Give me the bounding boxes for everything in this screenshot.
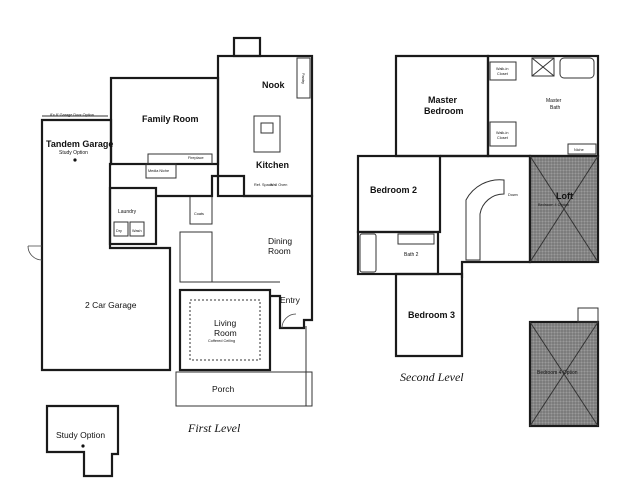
ref-space-label: Ref. Space [254,183,273,187]
coffered-ceiling-outline [189,299,261,361]
living-room-wall [178,288,272,372]
walk-in-closet-b-label-line1: Walk-in [496,131,509,135]
bathtub [559,57,595,79]
tandem-garage-marker [73,158,77,162]
garage-side-door [27,245,43,261]
nook-label: Nook [262,80,285,90]
kitchen-label: Kitchen [256,160,289,170]
upper-hallway-wall [440,154,532,278]
living-room-label-line2: Room [214,328,237,338]
first-level-stairs [179,231,213,283]
bedroom-4-option-label: Bedroom 4 Option [537,370,578,376]
second-level-plan [356,54,600,428]
first-level-plan [27,36,314,478]
living-room-label-line1: Living [214,318,236,328]
walk-in-closet-b-label-line2: Closet [497,136,509,140]
walk-in-closet-a [489,61,517,81]
garage-wall [40,118,172,372]
study-option-label: Study Option [56,430,105,440]
chimney [232,36,262,58]
bath-2-label: Bath 2 [404,252,419,258]
wash-label: Wash [132,229,142,233]
coats-label: Coats [194,212,204,216]
loft-bedroom-4-option-label: Bedroom 4 Option [538,203,569,207]
dining-room-label-line1: Dining [268,236,292,246]
bedroom-4-option-closet [577,307,599,323]
pantry-label: Pantry [301,73,305,84]
bath-2-tub [359,233,377,273]
porch-label: Porch [212,384,234,394]
fireplace-label: Fireplace [188,156,204,160]
master-bedroom-label-line1: Master [428,95,458,105]
bedroom-4-diagonal-2 [529,321,599,427]
bedroom-3-wall [394,272,464,358]
tandem-study-option-label: Study Option [59,150,88,156]
niche-outline [567,143,597,155]
tandem-garage-label: Tandem Garage [46,139,113,149]
first-level-caption: First Level [187,421,241,435]
washer [129,221,145,237]
study-option-wall [45,404,120,478]
second-level-stairs [465,179,505,261]
porch-outline [175,371,313,407]
media-niche-label: Media Niche [148,169,169,173]
laundry-wall [108,186,158,246]
bedroom-3-label: Bedroom 3 [408,310,455,320]
wall-oven-label: Wall Oven [270,183,287,187]
media-niche-outline [145,163,177,179]
kitchen-island [253,115,281,153]
entry-door [281,313,297,329]
stairs-down-label: Down [508,193,518,197]
shower [531,57,555,77]
laundry-label: Laundry [118,209,137,215]
dining-room-label-line2: Room [268,246,291,256]
study-option-marker [81,444,85,448]
fireplace-outline [147,153,213,164]
coffered-ceiling-label: Coffered Ceiling [208,339,235,343]
loft-label: Loft [556,191,573,201]
bath-2-vanity [397,233,435,245]
family-room-label: Family Room [142,114,199,124]
master-bedroom-label-line2: Bedroom [424,106,464,116]
dining-entry-wall [156,174,314,330]
loft-diagonal-2 [529,155,599,263]
bedroom-2-label: Bedroom 2 [370,185,417,195]
garage-door-option-label: 8'x 8' Garage Door Option [50,113,94,117]
entry-label: Entry [280,295,301,305]
niche-label: Niche [574,148,584,152]
master-bath-label-line2: Bath [550,105,561,111]
master-bath-label-line1: Master [546,98,562,104]
master-bath-wall [486,54,600,158]
second-level-caption: Second Level [400,370,464,384]
dry-label: Dry [116,229,122,233]
walk-in-closet-a-label-line2: Closet [497,72,509,76]
two-car-garage-label: 2 Car Garage [85,300,137,310]
coats-closet [189,195,213,225]
walk-in-closet-b [489,121,517,147]
kitchen-sink [260,122,274,134]
dryer [113,221,129,237]
shower-diagonal-2 [531,57,555,77]
pantry-wall [296,57,311,99]
walk-in-closet-a-label-line1: Walk-in [496,67,509,71]
